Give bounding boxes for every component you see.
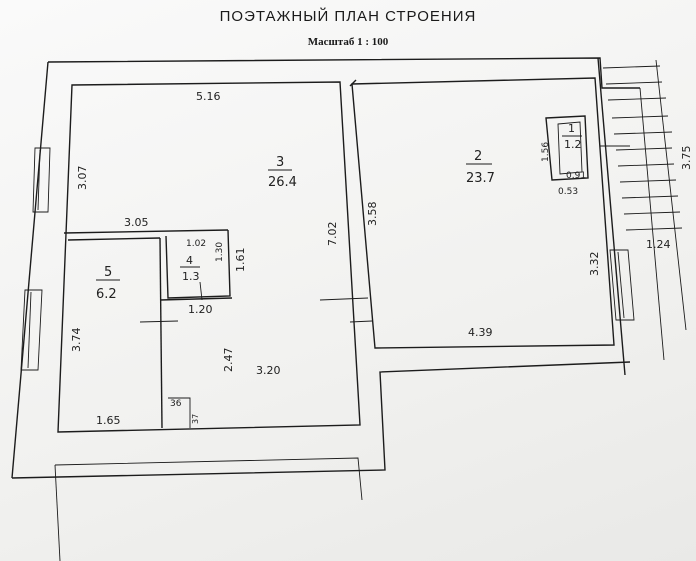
dim-1-65: 1.65 — [96, 414, 121, 427]
outer-wall-right — [597, 57, 626, 376]
dim-3-58: 3.58 — [366, 202, 379, 227]
room-2-area: 23.7 — [466, 171, 495, 186]
dim-3-05: 3.05 — [124, 216, 149, 229]
left-block-wall — [57, 81, 361, 433]
dim-1-56: 1.56 — [541, 142, 551, 162]
windows — [20, 147, 635, 371]
dim-3-75: 3.75 — [680, 146, 693, 171]
dim-5-16: 5.16 — [196, 90, 221, 103]
lower-wall-left — [54, 464, 61, 561]
dim-3-74: 3.74 — [70, 328, 83, 353]
room-3-area: 26.4 — [268, 175, 297, 190]
room-1-number: 1 — [568, 122, 575, 135]
dim-2-47: 2.47 — [222, 348, 235, 373]
dimension-labels: 5.16 3.07 3.05 7.02 3.58 1.02 1.30 1.61 … — [70, 90, 693, 427]
window-left-bottom — [20, 289, 43, 371]
room-4-number: 4 — [186, 254, 193, 267]
window-left-top — [32, 147, 51, 213]
door-marks — [139, 145, 630, 428]
partition-room5-right — [159, 237, 163, 429]
room4-bottom-outer — [159, 297, 233, 301]
window-right — [609, 249, 635, 321]
outer-wall-top — [47, 57, 640, 89]
room-4-area: 1.3 — [182, 270, 200, 283]
dim-37: 37 — [191, 414, 200, 424]
partition-room5-top — [63, 229, 229, 234]
dim-0-53: 0.53 — [558, 187, 578, 197]
dim-3-20: 3.20 — [256, 364, 281, 377]
partition-room5-top-inner — [67, 237, 161, 241]
outer-wall-bottom — [11, 361, 631, 479]
room4-walls — [165, 229, 231, 299]
right-block-wall — [351, 77, 615, 349]
room1-inner — [557, 121, 583, 175]
room-labels: 3 26.4 2 23.7 5 6.2 4 1.3 1 1.2 — [96, 122, 582, 302]
dim-36: 36 — [170, 399, 182, 409]
scale-label: Масштаб 1 : 100 — [307, 36, 389, 48]
dim-4-39: 4.39 — [468, 326, 493, 339]
staircase — [602, 59, 687, 361]
dim-3-07: 3.07 — [76, 166, 89, 191]
dim-0-91: 0.91 — [566, 171, 586, 181]
lower-wall-top — [54, 457, 363, 501]
dim-1-61: 1.61 — [234, 248, 247, 273]
plan-title: ПОЭТАЖНЫЙ ПЛАН СТРОЕНИЯ — [219, 8, 477, 25]
outer-wall-left — [11, 61, 49, 479]
outer-walls — [11, 57, 640, 561]
partitions — [63, 115, 589, 429]
dim-7-02: 7.02 — [326, 222, 339, 247]
wall-joint — [349, 79, 357, 87]
room-2-number: 2 — [474, 149, 482, 164]
room1-walls — [545, 115, 589, 181]
dim-1-20: 1.20 — [188, 303, 213, 316]
room-5-number: 5 — [104, 265, 112, 280]
room-3-number: 3 — [276, 155, 284, 170]
room-1-area: 1.2 — [564, 138, 582, 151]
dim-1-24: 1.24 — [646, 238, 671, 251]
dim-3-32: 3.32 — [588, 252, 601, 277]
dim-1-30: 1.30 — [215, 242, 225, 262]
dim-1-02: 1.02 — [186, 239, 206, 249]
room-5-area: 6.2 — [96, 287, 117, 302]
